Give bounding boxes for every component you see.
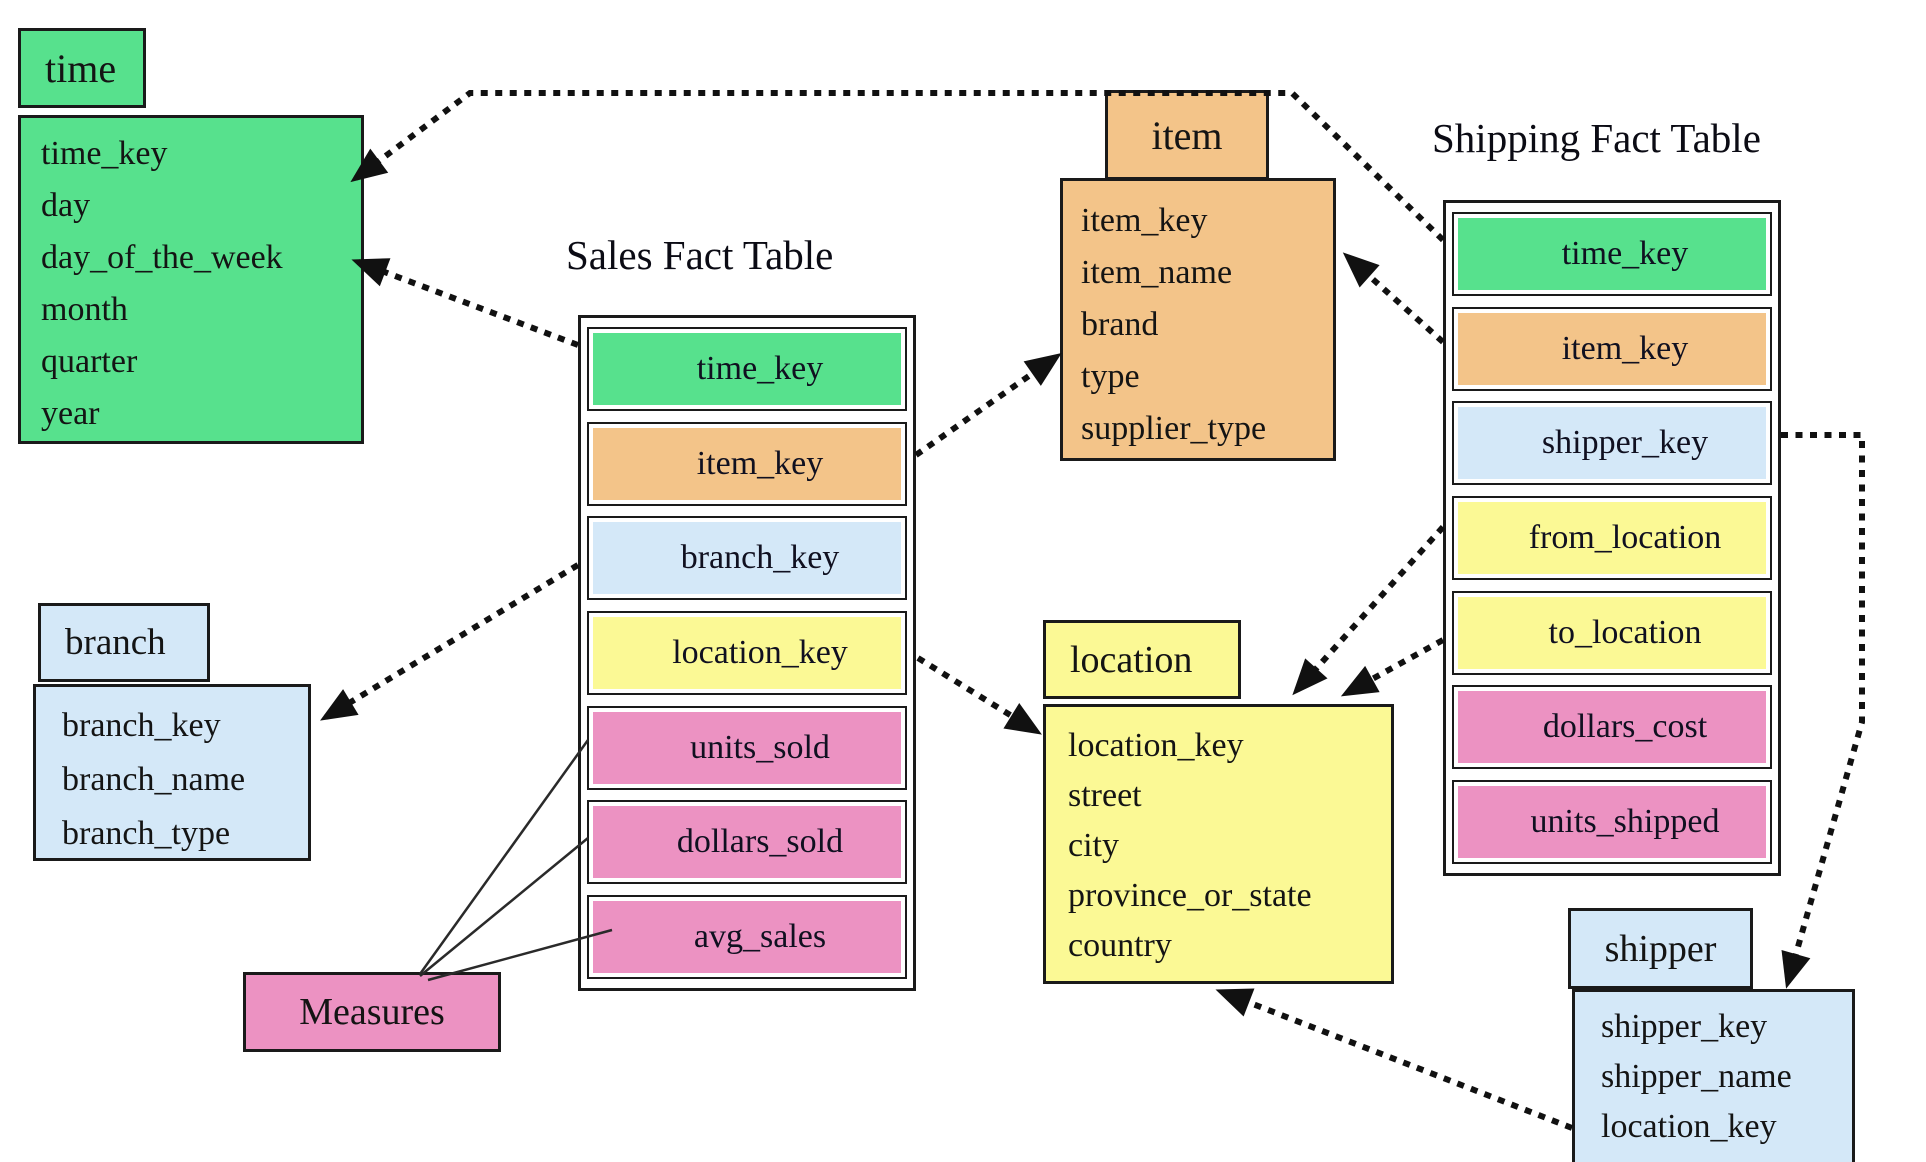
connector-sales-timekey-to-time: [351, 258, 580, 348]
branch-attr: branch_name: [62, 761, 246, 798]
measures-line-units-sold: [418, 739, 590, 975]
measures-line-dollars-sold: [419, 837, 589, 977]
sales-fact-row-item-key: item_key: [587, 421, 907, 506]
item-table-header: item: [1105, 90, 1269, 180]
item-attr: type: [1081, 358, 1140, 395]
shipping-fact-row-label: time_key: [1458, 218, 1766, 290]
branch-attr: branch_key: [62, 707, 221, 744]
branch-attr: branch_type: [62, 815, 231, 852]
item-table-body: item_key item_name brand type supplier_t…: [1060, 178, 1336, 461]
location-attr: province_or_state: [1068, 877, 1312, 914]
shipping-fact-row-label: item_key: [1458, 312, 1766, 385]
sales-fact-table: time_key item_key branch_key location_ke…: [578, 315, 916, 991]
measures-label-box: Measures: [243, 972, 501, 1052]
shipper-table-body: shipper_key shipper_name location_key: [1572, 989, 1855, 1162]
item-attr: item_name: [1081, 254, 1233, 291]
shipping-fact-row-label: dollars_cost: [1458, 691, 1766, 764]
measures-label: Measures: [299, 991, 445, 1033]
time-attr: time_key: [41, 135, 168, 172]
shipper-attr: shipper_key: [1601, 1008, 1768, 1045]
location-attr: street: [1068, 777, 1142, 814]
location-attr: city: [1068, 827, 1119, 864]
connector-sales-locationkey-to-location: [916, 655, 1042, 735]
item-table-title: item: [1151, 112, 1223, 158]
connector-shipping-tolocation-to-location: [1340, 637, 1445, 697]
sales-fact-row-location-key: location_key: [587, 610, 907, 695]
shipper-attr: shipper_name: [1601, 1058, 1792, 1095]
sales-fact-row-dollars-sold: dollars_sold: [587, 800, 907, 885]
connector-shipper-locationkey-to-location: [1215, 988, 1574, 1131]
location-attr: location_key: [1068, 727, 1244, 764]
time-table-body: time_key day day_of_the_week month quart…: [18, 115, 364, 444]
sales-fact-row-units-sold: units_sold: [587, 705, 907, 790]
shipper-table-title: shipper: [1604, 927, 1717, 970]
shipping-fact-row-units-shipped: units_shipped: [1452, 779, 1772, 864]
time-table-title: time: [45, 45, 117, 91]
connector-shipping-shipperkey-to-shipper: [1781, 432, 1865, 989]
shipper-attr: location_key: [1601, 1108, 1777, 1145]
sales-fact-row-label: location_key: [593, 616, 901, 689]
shipping-fact-row-from-location: from_location: [1452, 495, 1772, 580]
location-attr: country: [1068, 927, 1172, 964]
time-table-header: time: [18, 28, 146, 108]
shipping-fact-row-to-location: to_location: [1452, 590, 1772, 675]
sales-fact-row-label: units_sold: [593, 711, 901, 784]
shipping-fact-row-label: from_location: [1458, 501, 1766, 574]
shipping-fact-row-shipper-key: shipper_key: [1452, 401, 1772, 486]
branch-table-header: branch: [38, 603, 210, 682]
shipping-fact-row-item-key: item_key: [1452, 306, 1772, 391]
sales-fact-table-title: Sales Fact Table: [566, 232, 834, 278]
item-attr: supplier_type: [1081, 410, 1267, 447]
shipping-fact-row-dollars-cost: dollars_cost: [1452, 685, 1772, 770]
shipping-fact-row-label: shipper_key: [1458, 407, 1766, 480]
sales-fact-row-label: dollars_sold: [593, 806, 901, 879]
time-attr: month: [41, 291, 128, 328]
time-attr: day_of_the_week: [41, 239, 283, 276]
shipping-fact-row-time-key: time_key: [1452, 212, 1772, 296]
sales-fact-row-label: item_key: [593, 427, 901, 500]
sales-fact-row-label: branch_key: [593, 522, 901, 595]
branch-table-body: branch_key branch_name branch_type: [33, 684, 311, 861]
sales-fact-row-time-key: time_key: [587, 327, 907, 411]
branch-table-title: branch: [65, 622, 166, 663]
shipper-table-header: shipper: [1568, 908, 1753, 989]
sales-fact-row-label: time_key: [593, 333, 901, 405]
sales-fact-row-branch-key: branch_key: [587, 516, 907, 601]
time-attr: year: [41, 395, 100, 432]
item-attr: brand: [1081, 306, 1159, 343]
sales-fact-row-label: avg_sales: [593, 900, 901, 973]
shipping-fact-table-title: Shipping Fact Table: [1432, 115, 1761, 161]
connector-shipping-itemkey-to-item: [1342, 252, 1446, 345]
connector-sales-branchkey-to-branch: [320, 562, 580, 721]
shipping-fact-row-label: to_location: [1458, 596, 1766, 669]
time-attr: day: [41, 187, 91, 224]
shipping-fact-row-label: units_shipped: [1458, 785, 1766, 858]
time-attr: quarter: [41, 343, 138, 380]
location-table-body: location_key street city province_or_sta…: [1043, 704, 1394, 984]
connector-sales-itemkey-to-item: [914, 352, 1062, 458]
location-table-title: location: [1070, 638, 1193, 681]
location-table-header: location: [1043, 620, 1241, 699]
shipping-fact-table: time_key item_key shipper_key from_locat…: [1443, 200, 1781, 876]
connector-shipping-fromlocation-to-location: [1292, 524, 1446, 696]
item-attr: item_key: [1081, 202, 1208, 239]
sales-fact-row-avg-sales: avg_sales: [587, 894, 907, 979]
